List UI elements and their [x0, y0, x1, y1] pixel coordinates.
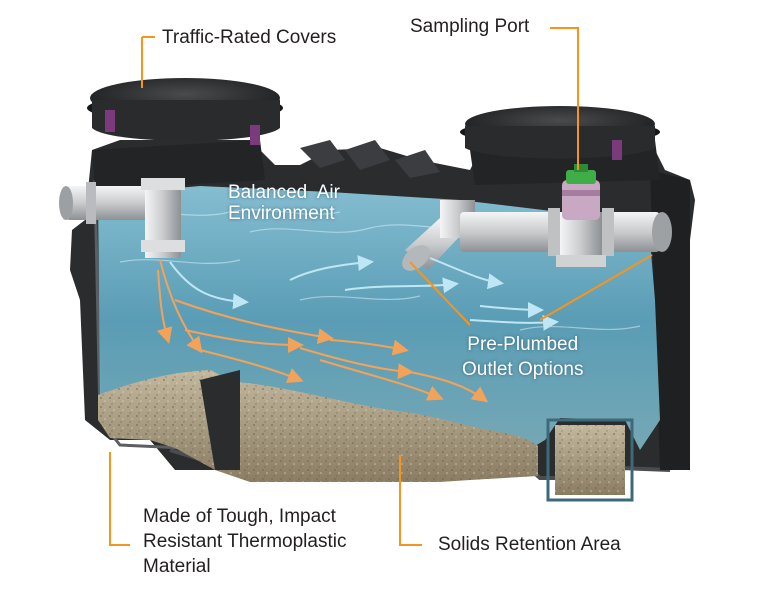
sampling-port-icon: [562, 164, 600, 220]
label-material-line-2: Resistant Thermoplastic: [143, 531, 347, 552]
outlet-pipe: [402, 200, 672, 271]
leader-material: [109, 452, 130, 546]
label-traffic-covers: Traffic-Rated Covers: [162, 27, 337, 48]
label-outlet-options-line-2: Outlet Options: [462, 359, 584, 380]
label-outlet-options: Pre-Plumbed Outlet Options: [462, 332, 583, 382]
left-cover: [87, 78, 283, 145]
right-cover: [460, 106, 660, 160]
baffle-wall: [200, 370, 240, 470]
label-outlet-options-line-1: Pre-Plumbed: [467, 334, 579, 355]
label-material-line-3: Material: [143, 556, 211, 577]
label-balanced-air-line-1: Balanced Air: [228, 182, 340, 203]
leader-lines: [109, 27, 653, 546]
label-material: Made of Tough, Impact Resistant Thermopl…: [143, 504, 346, 579]
leader-outlet-to-pipe: [409, 261, 471, 326]
label-solids-retention: Solids Retention Area: [438, 534, 621, 555]
label-material-line-1: Made of Tough, Impact: [143, 506, 336, 527]
label-balanced-air-line-2: Environment: [228, 203, 335, 224]
leader-solids: [399, 455, 422, 546]
label-balanced-air: Balanced Air Environment: [228, 182, 340, 224]
solids-flow-arrows: [156, 259, 489, 403]
air-flow-arrows: [169, 255, 559, 331]
leader-sampling-port: [550, 27, 579, 170]
inlet-pipe: [59, 178, 185, 258]
label-sampling-port: Sampling Port: [410, 16, 530, 37]
leader-outlet-to-fitting: [539, 254, 653, 321]
